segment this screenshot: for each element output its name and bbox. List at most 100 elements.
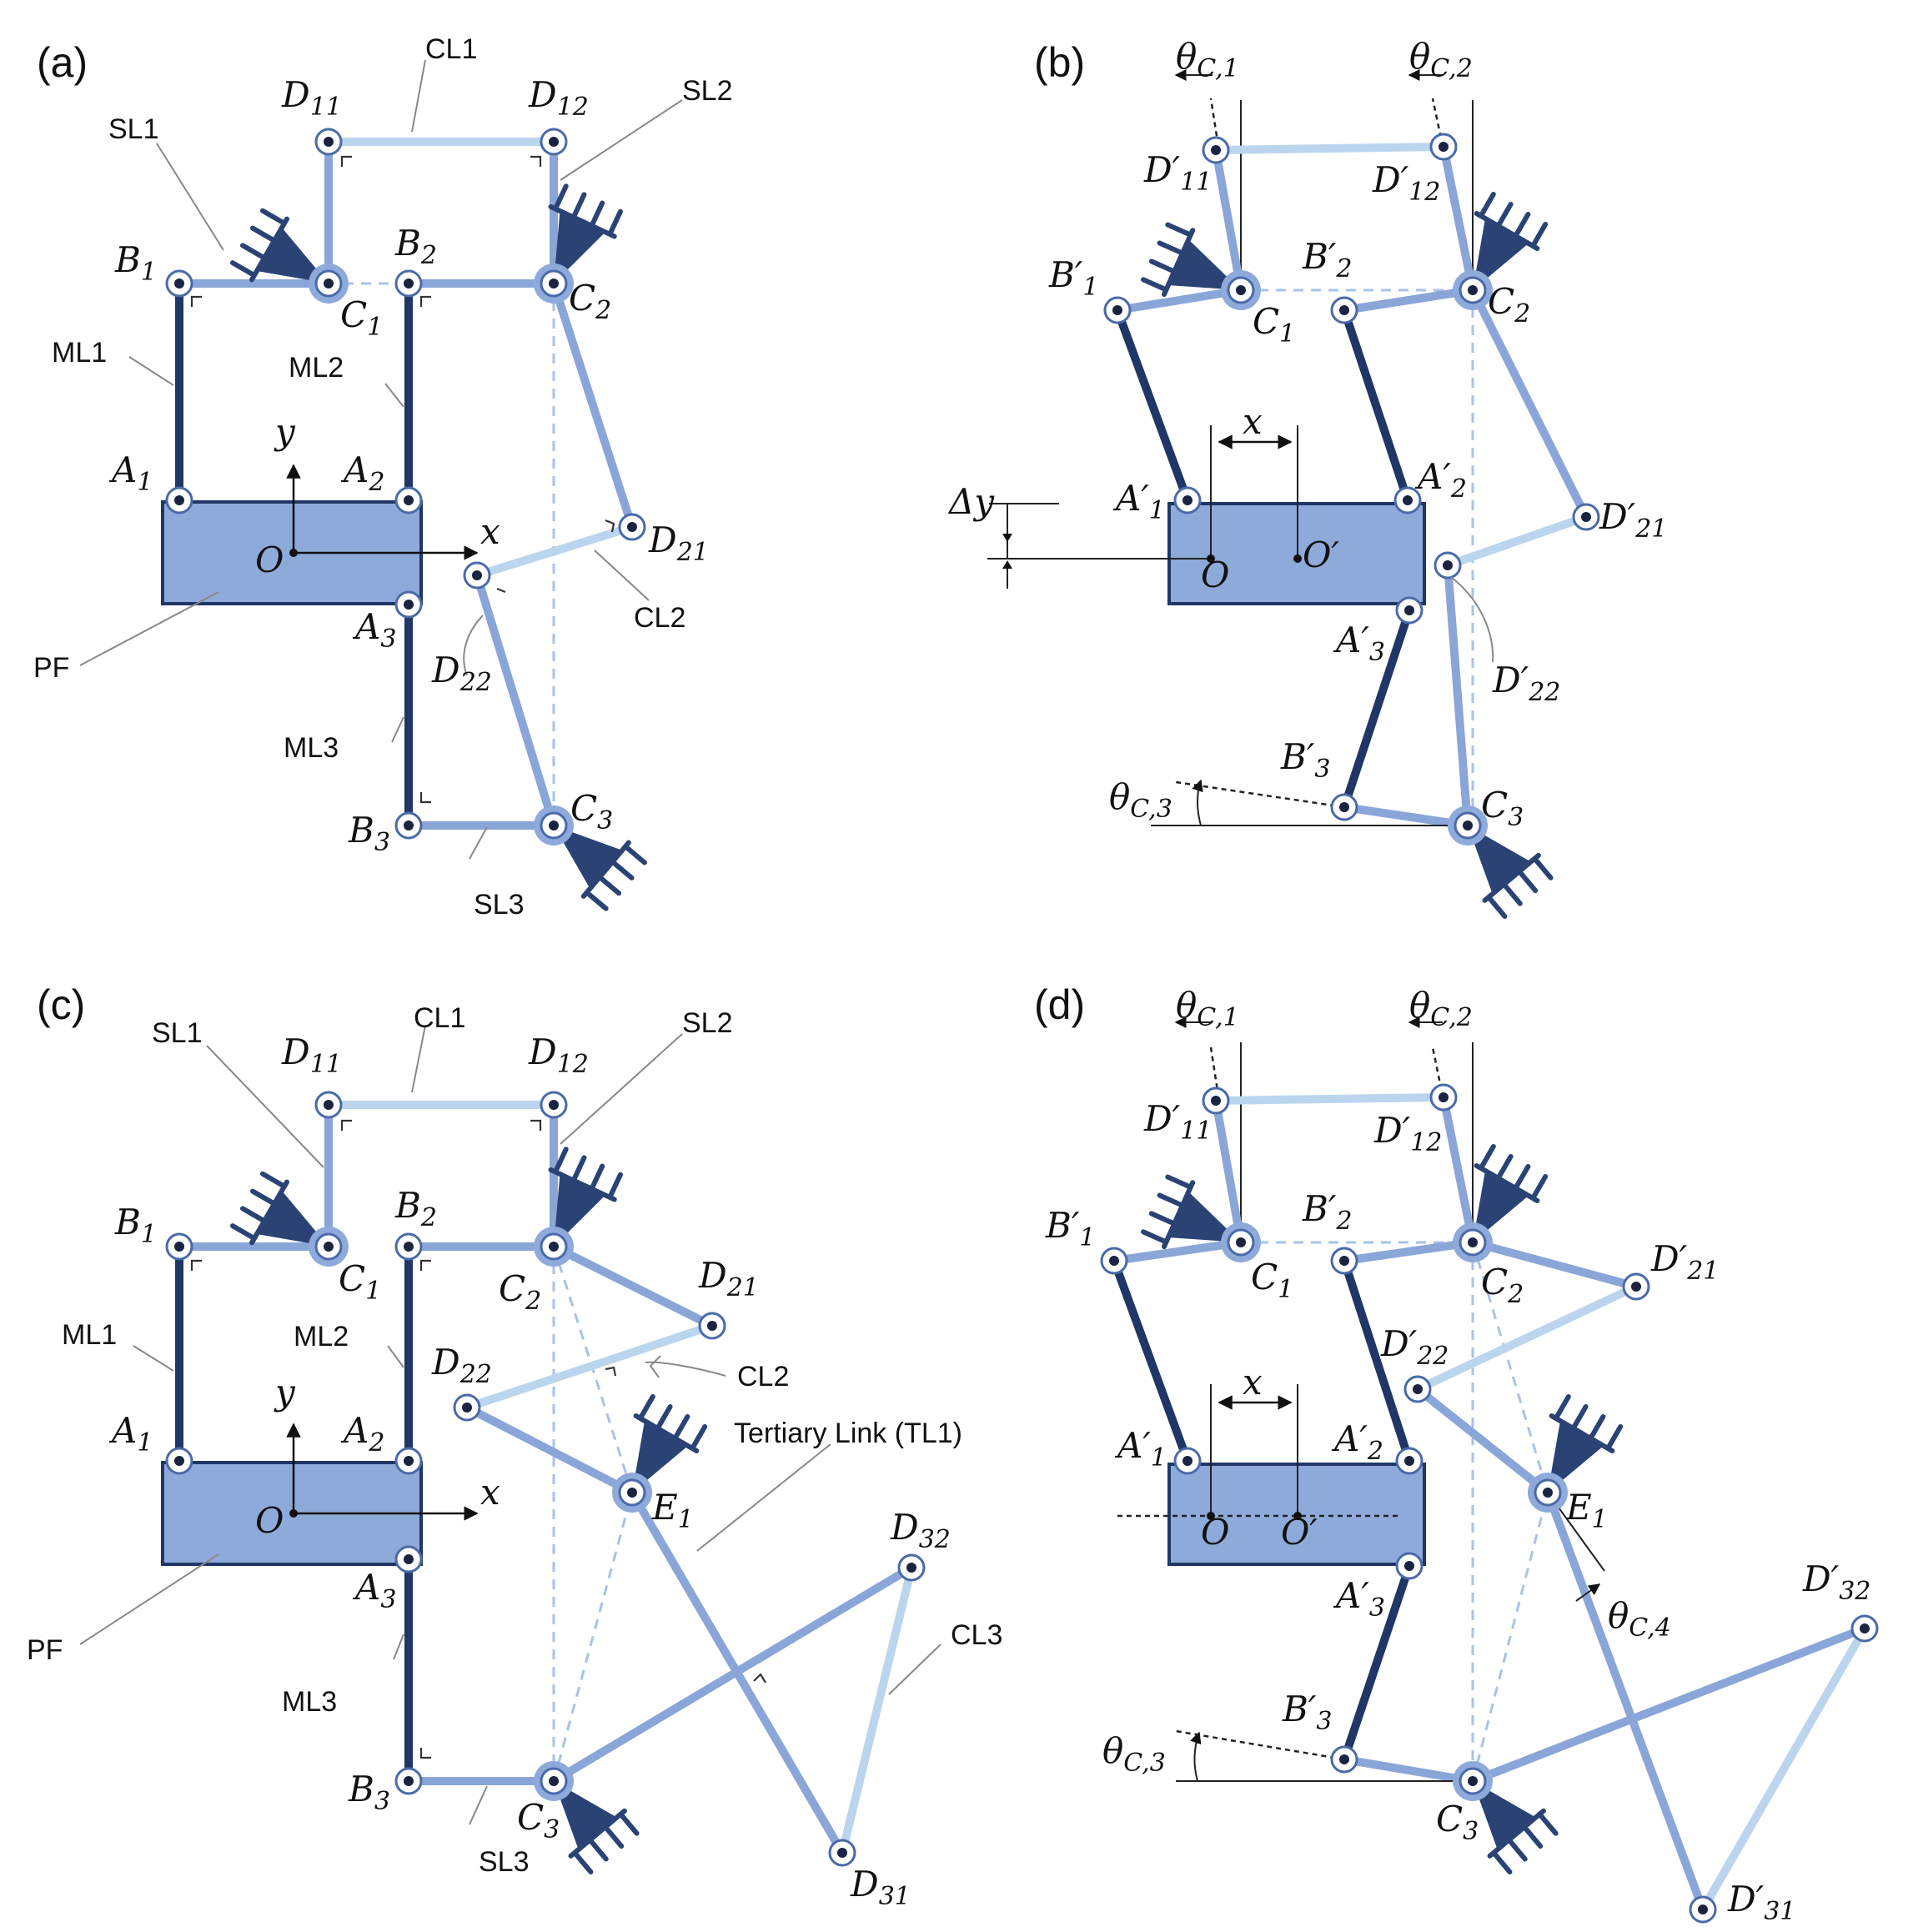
angle-d-tc1: θC,1	[1176, 985, 1239, 1032]
angle-b-tc3: θC,3	[1109, 776, 1172, 824]
point-c-C2: C2	[499, 1268, 541, 1316]
point-c-B1: B1	[114, 1202, 157, 1249]
label-sl1-c: SL1	[152, 1017, 203, 1049]
point-c-A1: A1	[108, 1410, 153, 1458]
point-b-D21: D′21	[1599, 496, 1667, 544]
point-c-D21: D21	[698, 1255, 759, 1302]
panel-c: (c)	[27, 981, 1002, 1911]
label-sl2-a: SL2	[682, 75, 733, 107]
label-cl1-c: CL1	[414, 1002, 465, 1034]
label-cl3-c: CL3	[951, 1619, 1002, 1651]
label-sl3-c: SL3	[479, 1846, 530, 1878]
point-d-D32: D′32	[1802, 1558, 1870, 1606]
point-a-C3: C3	[570, 788, 613, 836]
dim-b-dy: Δy	[947, 481, 995, 522]
panel-d-tag: (d)	[1034, 981, 1085, 1028]
label-pf-a: PF	[33, 652, 69, 684]
point-b-A1: A′1	[1112, 478, 1165, 525]
point-b-D22: D′22	[1492, 660, 1560, 707]
point-a-D22: D22	[431, 650, 492, 697]
label-ml2-c: ML2	[294, 1321, 349, 1352]
point-d-C2: C2	[1481, 1262, 1524, 1309]
origin-d: O	[1201, 1512, 1229, 1553]
point-a-A2: A2	[340, 449, 384, 497]
point-c-C1: C1	[339, 1258, 381, 1306]
label-sl3-a: SL3	[474, 889, 525, 921]
point-b-B2: B′2	[1302, 236, 1353, 284]
point-d-D11: D′11	[1143, 1098, 1212, 1146]
point-c-D11: D11	[281, 1031, 342, 1079]
point-b-A2: A′2	[1414, 456, 1467, 504]
label-cl2-a: CL2	[634, 602, 685, 634]
axis-y-c: y	[274, 1372, 296, 1413]
point-a-B2: B2	[394, 223, 437, 270]
panel-a: (a)	[33, 33, 733, 921]
label-sl1-a: SL1	[108, 113, 159, 145]
joints-a	[165, 128, 646, 840]
point-c-B2: B2	[394, 1185, 437, 1232]
point-c-B3: B3	[348, 1769, 390, 1816]
label-sl2-c: SL2	[682, 1007, 733, 1039]
label-ml3-a: ML3	[284, 732, 339, 764]
point-d-A2: A′2	[1331, 1418, 1383, 1466]
label-tl1-c: Tertiary Link (TL1)	[734, 1418, 962, 1449]
label-cl2-c: CL2	[737, 1361, 789, 1393]
point-c-D31: D31	[850, 1864, 911, 1911]
point-c-A2: A2	[340, 1410, 384, 1458]
point-b-D12: D′12	[1372, 159, 1440, 207]
point-b-B1: B′1	[1048, 254, 1099, 302]
point-d-A3: A′3	[1333, 1575, 1385, 1623]
origin-a: O	[255, 539, 284, 580]
point-d-D12: D′12	[1373, 1110, 1442, 1157]
point-d-E1: E1	[1565, 1487, 1608, 1534]
angle-d-tc4: θC,4	[1608, 1595, 1671, 1643]
point-d-B3: B′3	[1282, 1689, 1333, 1736]
point-b-B3: B′3	[1280, 736, 1331, 784]
label-ml1-a: ML1	[52, 337, 107, 369]
point-d-C1: C1	[1251, 1257, 1293, 1304]
point-c-C3: C3	[517, 1797, 560, 1844]
panel-b-tag: (b)	[1034, 39, 1085, 86]
point-a-D21: D21	[648, 519, 709, 567]
point-d-D31: D′31	[1727, 1879, 1795, 1926]
label-ml2-a: ML2	[289, 352, 344, 384]
point-a-A3: A3	[352, 606, 396, 654]
joints-b	[1103, 133, 1600, 840]
point-d-D22: D′22	[1380, 1323, 1449, 1371]
point-d-B1: B′1	[1045, 1205, 1096, 1252]
panel-b: (b)	[947, 36, 1667, 920]
origin-c: O	[255, 1500, 284, 1541]
point-c-E1: E1	[651, 1487, 694, 1534]
point-c-D22: D22	[431, 1342, 492, 1389]
label-cl1-a: CL1	[425, 33, 477, 65]
angle-b-tc2: θC,2	[1409, 36, 1473, 83]
point-b-C2: C2	[1488, 281, 1530, 329]
origin-moved-d: O′	[1281, 1512, 1318, 1553]
joints-c	[165, 1091, 926, 1867]
label-ml3-c: ML3	[282, 1686, 337, 1718]
point-b-C1: C1	[1253, 301, 1295, 349]
angle-b-tc1: θC,1	[1176, 36, 1239, 83]
angle-d-tc2: θC,2	[1409, 985, 1473, 1032]
point-d-D21: D′21	[1650, 1238, 1719, 1286]
angle-d-tc3: θC,3	[1102, 1730, 1166, 1778]
origin-b: O	[1201, 555, 1229, 595]
point-c-D12: D12	[528, 1031, 589, 1079]
point-c-A3: A3	[352, 1567, 396, 1614]
panel-a-tag: (a)	[37, 39, 88, 86]
point-a-A1: A1	[108, 449, 153, 497]
dim-d-x: x	[1243, 1362, 1263, 1403]
origin-moved-b: O′	[1303, 534, 1339, 575]
point-a-B1: B1	[114, 239, 157, 287]
point-b-D11: D′11	[1143, 149, 1212, 197]
axis-x-a: x	[480, 511, 500, 552]
dim-b-x: x	[1243, 401, 1263, 442]
point-c-D32: D32	[890, 1507, 951, 1554]
point-a-D12: D12	[528, 74, 589, 122]
label-ml1-c: ML1	[62, 1319, 117, 1351]
point-a-D11: D11	[281, 74, 342, 122]
joints-d	[1100, 1083, 1879, 1924]
point-a-C1: C1	[340, 294, 383, 342]
point-d-C3: C3	[1436, 1799, 1479, 1846]
